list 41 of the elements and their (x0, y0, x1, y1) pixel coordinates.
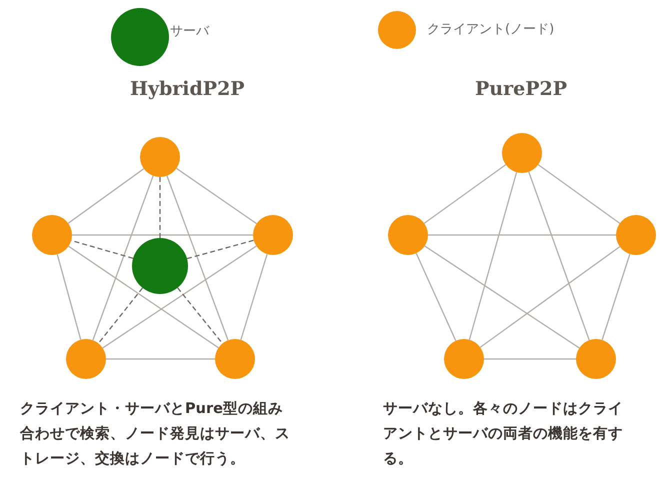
connection-line (102, 246, 257, 348)
connection-line (528, 172, 590, 340)
caption-text: サーバなし。各々のノードはクライアントとサーバの両者の機能を有する。 (383, 400, 623, 469)
client-circle (215, 339, 255, 379)
connection-line (56, 254, 82, 340)
server-circle (132, 238, 188, 294)
connection-line (72, 234, 253, 236)
legend-label: クライアント(ノード) (427, 21, 554, 38)
connection-line (416, 252, 456, 342)
client-circle (66, 339, 106, 379)
client-circle (253, 215, 293, 255)
connection-line (484, 358, 576, 360)
connection-line (240, 254, 268, 340)
connection-line (92, 176, 154, 340)
connection-line (602, 254, 630, 340)
heading: HybridP2P (130, 78, 245, 100)
connection-line (538, 164, 620, 224)
connection-line (68, 246, 219, 348)
client-circle (576, 339, 616, 379)
connection-line (428, 234, 616, 236)
connection-line (424, 246, 580, 348)
connection-line (166, 176, 229, 340)
connection-line (176, 168, 257, 224)
connection-line (177, 287, 223, 344)
connection-line (98, 288, 144, 344)
connection-line (424, 164, 506, 224)
connection-line (480, 246, 620, 348)
connection-line (68, 168, 144, 224)
connection-line (106, 358, 215, 360)
caption-text: クライアント・サーバとPure型の組み合わせで検索、ノード発見はサーバ、ストレージ、交換はノードで行う。 (20, 400, 291, 469)
legend-label: サーバ (170, 23, 209, 40)
client-circle (616, 215, 656, 255)
client-circle (502, 133, 542, 173)
connection-line (468, 172, 518, 340)
heading: PureP2P (475, 78, 567, 100)
connection-line (159, 177, 161, 238)
client-circle (444, 339, 484, 379)
client-circle (32, 215, 72, 255)
client-circle (140, 137, 180, 177)
connection-line (186, 240, 254, 260)
client-circle (388, 215, 428, 255)
